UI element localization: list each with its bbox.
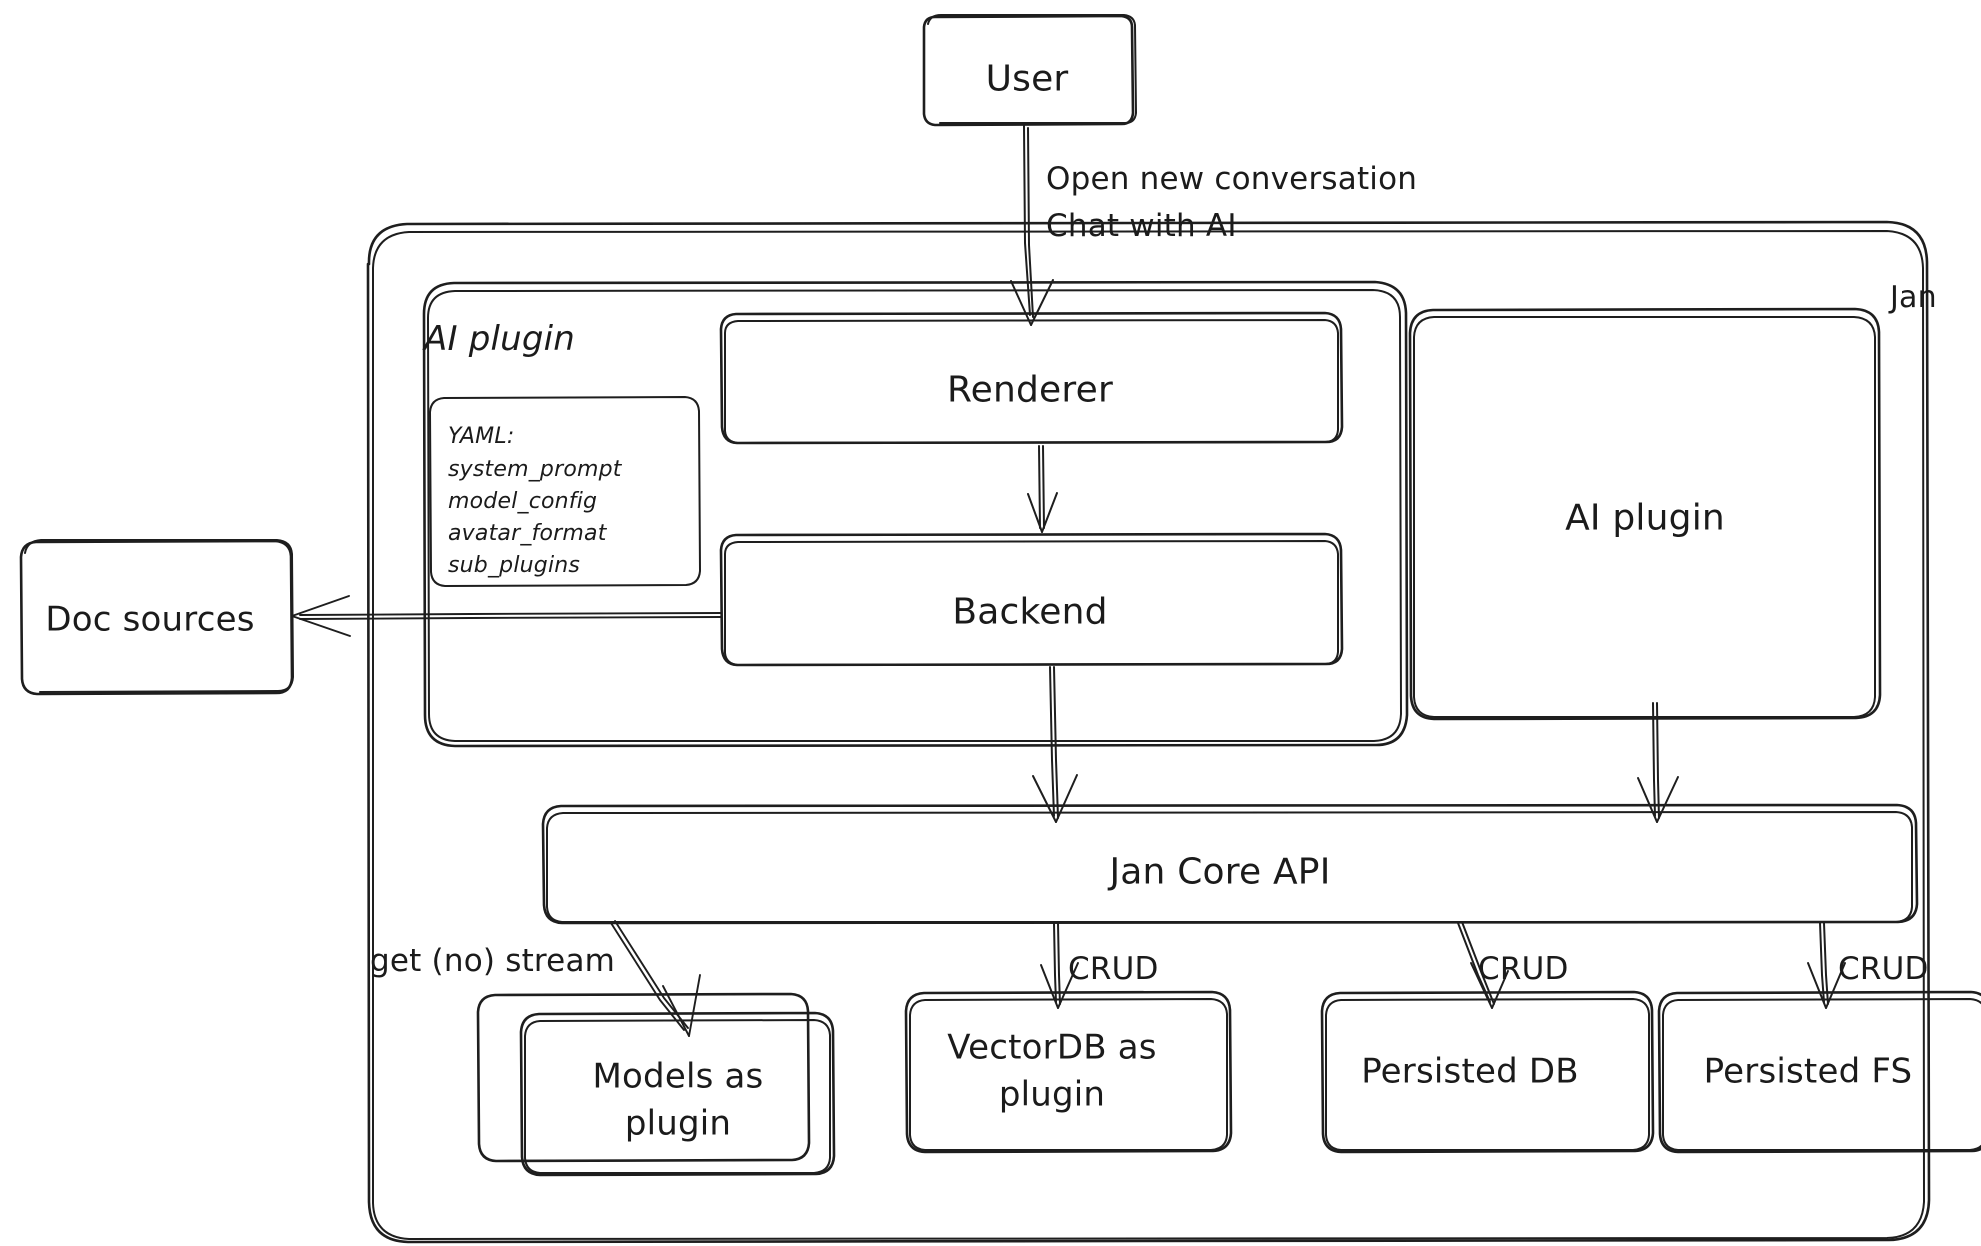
- models-plugin-box-shape: [519, 1011, 836, 1177]
- vectordb-plugin-box-shape: [904, 990, 1233, 1154]
- arrow-core-to-persisted-fs: [1807, 922, 1846, 1009]
- doc-sources-label: Doc sources: [45, 599, 255, 640]
- jan-container-shape: [366, 220, 1931, 1244]
- yaml-item-avatar-format: avatar_format: [448, 521, 607, 546]
- ai-plugin-right-label: AI plugin: [1565, 497, 1725, 539]
- persisted-db-label: Persisted DB: [1361, 1051, 1579, 1092]
- yaml-title: YAML:: [448, 424, 515, 449]
- ai-plugin-group-label: AI plugin: [424, 319, 576, 359]
- yaml-item-system-prompt: system_prompt: [448, 457, 622, 482]
- arrow-ai-plugin-to-core: [1637, 702, 1679, 823]
- arrow-backend-to-core: [1032, 666, 1078, 823]
- edge-label-crud-persisted-db: CRUD: [1478, 951, 1569, 987]
- arrow-backend-to-doc-sources: [291, 595, 722, 637]
- jan-container-label: Jan: [1890, 280, 1937, 315]
- models-plugin-label-line2: plugin: [624, 1103, 732, 1144]
- ai-plugin-right-box-shape: [1408, 307, 1882, 721]
- vectordb-plugin-label-line2: plugin: [998, 1074, 1106, 1115]
- doc-sources-box-shape: [19, 539, 294, 696]
- renderer-box-shape: [719, 311, 1344, 445]
- arrow-core-to-models: [610, 920, 701, 1037]
- models-plugin-label-line1: Models as: [592, 1056, 764, 1097]
- edge-label-open-conversation: Open new conversation: [1046, 161, 1418, 197]
- user-label: User: [985, 58, 1069, 100]
- ai-plugin-group-shape: [422, 280, 1409, 748]
- edge-label-crud-persisted-fs: CRUD: [1838, 951, 1929, 987]
- arrow-core-to-vectordb: [1040, 922, 1079, 1009]
- yaml-item-sub-plugins: sub_plugins: [448, 553, 581, 578]
- persisted-fs-box-shape: [1657, 990, 1981, 1154]
- edge-label-get-no-stream: get (no) stream: [370, 943, 616, 979]
- yaml-box-shape: [429, 396, 701, 587]
- edge-label-crud-vectordb: CRUD: [1068, 951, 1159, 987]
- backend-box-shape: [719, 532, 1344, 667]
- edge-label-chat-with-ai: Chat with AI: [1046, 208, 1237, 244]
- arrow-user-to-renderer: [1010, 125, 1054, 326]
- jan-core-api-label: Jan Core API: [1109, 851, 1331, 893]
- arrow-renderer-to-backend: [1027, 445, 1058, 533]
- user-box-shape: [922, 14, 1137, 127]
- persisted-db-box-shape: [1320, 990, 1655, 1154]
- renderer-label: Renderer: [947, 369, 1113, 411]
- vectordb-plugin-label-line1: VectorDB as: [947, 1027, 1157, 1068]
- persisted-fs-label: Persisted FS: [1703, 1051, 1913, 1092]
- arrow-core-to-persisted-db: [1457, 921, 1509, 1009]
- models-plugin-back-box-shape: [476, 992, 811, 1163]
- jan-core-api-box-shape: [541, 803, 1919, 925]
- backend-label: Backend: [952, 591, 1108, 633]
- yaml-item-model-config: model_config: [448, 489, 598, 514]
